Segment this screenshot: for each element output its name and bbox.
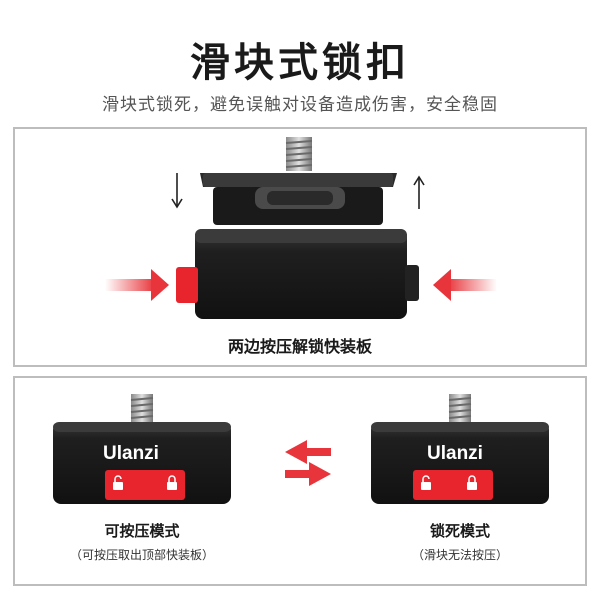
brand-logo: Ulanzi	[103, 443, 159, 464]
brand-logo: Ulanzi	[427, 443, 483, 464]
press-arrow-icon	[433, 269, 497, 301]
page-title: 滑块式锁扣	[190, 40, 410, 86]
red-slider	[105, 470, 185, 500]
device-lock-mode: Ulanzi	[371, 394, 549, 504]
up-arrow-icon	[413, 175, 425, 209]
lock-icon	[467, 475, 477, 490]
page-subtitle: 滑块式锁死，避免误触对设备造成伤害，安全稳固	[102, 95, 498, 115]
left-release-button	[176, 267, 198, 303]
swap-arrows-icon	[285, 440, 331, 486]
mode-comparison-illustration: Ulanzi	[53, 394, 549, 504]
top-quick-release-plate	[200, 173, 397, 225]
mode-comparison-panel: Ulanzi	[13, 376, 587, 586]
unlock-icon	[421, 475, 431, 490]
unlock-icon	[113, 475, 123, 490]
lock-mode-desc: （滑块无法按压）	[411, 548, 508, 562]
red-slider	[413, 470, 493, 500]
unlock-caption: 两边按压解锁快装板	[227, 337, 372, 356]
lock-mode-label: 锁死模式	[429, 522, 490, 540]
down-arrow-icon	[171, 173, 183, 209]
screw-icon	[285, 137, 313, 171]
bottom-clamp-body	[176, 229, 419, 319]
quick-release-exploded-illustration	[105, 137, 497, 319]
right-release-button	[405, 265, 419, 301]
press-mode-desc: （可按压取出顶部快装板）	[69, 548, 214, 562]
device-press-mode: Ulanzi	[53, 394, 231, 504]
press-mode-label: 可按压模式	[104, 522, 180, 540]
unlock-demo-panel: 两边按压解锁快装板	[13, 127, 587, 367]
lock-icon	[167, 475, 177, 490]
press-arrow-icon	[105, 269, 169, 301]
